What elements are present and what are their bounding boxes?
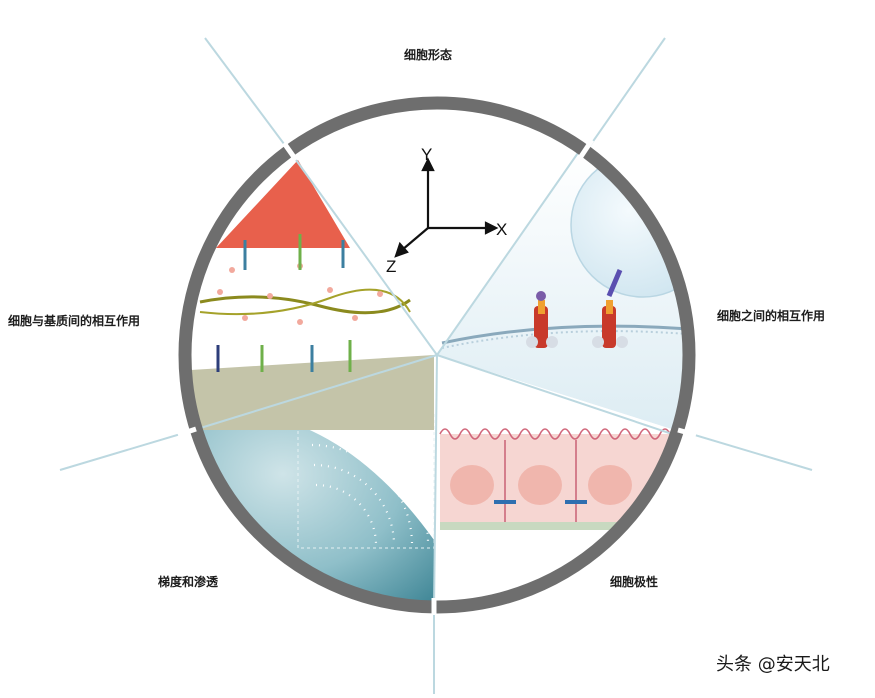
cell-triangle	[216, 160, 350, 248]
label-cell-cell-interaction: 细胞之间的相互作用	[717, 309, 826, 323]
cell-bubble	[570, 152, 683, 298]
watermark-text: 头条 @安天北	[716, 654, 830, 675]
receptor-right	[592, 269, 628, 348]
label-gradient-permeation: 梯度和渗透	[158, 575, 219, 589]
ring-gaps	[177, 138, 697, 615]
axis-label-x: X	[496, 220, 507, 239]
sector-dividers	[193, 149, 683, 601]
axes-indicator	[394, 157, 499, 258]
label-cell-polarity: 细胞极性	[610, 575, 659, 589]
divider-rays	[59, 37, 813, 694]
label-cell-morphology: 细胞形态	[404, 48, 453, 62]
outer-ring	[178, 96, 696, 614]
receptor-left	[526, 291, 558, 348]
axis-label-z: Z	[386, 257, 396, 276]
label-cell-matrix-interaction: 细胞与基质间的相互作用	[8, 314, 141, 328]
axis-label-y: Y	[421, 145, 432, 164]
